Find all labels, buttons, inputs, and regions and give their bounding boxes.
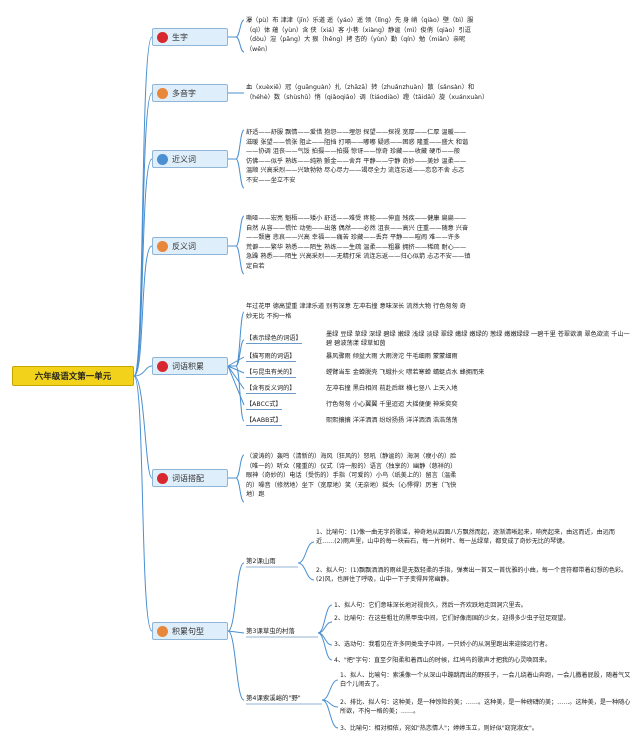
text-line: 眼神（奇妙的）电话（受伤的）手指（可爱的）小鸟（纸美上的）留言（温柔 <box>246 472 457 480</box>
root-title: 六年级语文第一单元 <box>34 372 112 382</box>
text-line: 仿佛——似乎 熟练——纯熟 颤金——舍弃 平静——宁静 奇妙——美妙 温柔—— <box>246 157 467 165</box>
text-line: 地）跑 <box>246 491 265 499</box>
orange-dot-icon <box>157 625 168 637</box>
ciyu-row-text: 熙熙攘攘 洋洋洒洒 纷纷扬扬 洋洋洒洒 浩浩荡荡 <box>326 417 458 424</box>
text-line: 荒僻——繁华 熟悉——陌生 熟练——生疏 温柔——粗暴 拥挤——稀疏 耐心—— <box>246 243 467 251</box>
blue-dot-icon <box>157 153 168 165</box>
ciyu-row-text: 螳臂当车 金蝉脱壳 飞蛾扑火 噤若寒蝉 蜻蜓点水 蜂拥而来 <box>326 369 485 376</box>
text-line: 瀑（pù）布 津津（jīn）乐道 遥（yáo）遥 领（lǐng）先 身 峭（qi… <box>246 17 474 24</box>
text-line: 妙无比 不拘一格 <box>246 312 292 320</box>
category-label: 反义词 <box>172 241 196 251</box>
text-line: ——颓唐 悲哀——兴高 幸福——痛苦 珍藏——丢弃 平静——喧闹 难——许多 <box>246 234 461 242</box>
text-line: 的）噪音（修然地）坐下（宽厚地）笑（无奈地）摇头（心悸得）厉害（飞快 <box>246 481 457 489</box>
sentence-item: 3、选动句：我看见在许多同类虫子中间，一只娇小的从洞里跑出来迎接远行者。 <box>334 641 552 648</box>
red-dot-icon <box>157 472 168 484</box>
ciyu-row-label: 【描写雨的词语】 <box>246 353 296 362</box>
text-line: 嘶哑——宏亮 魁梧——矮小 舒适——难受 疼能——伸直 残疾——健康 扁扁—— <box>246 215 467 222</box>
jinyici-text: 舒适——舒服 飘情——爱惜 抱怨——埋怨 探望——探视 宽厚——仁厚 温暖—— … <box>246 128 631 186</box>
ciyu-row-text: 行色匆匆 小心翼翼 千里迢迢 大摇便便 神采奕奕 <box>326 401 458 408</box>
text-line: 舒适——舒服 飘情——爱惜 抱怨——埋怨 探望——探视 宽厚——仁厚 温暖—— <box>246 129 467 136</box>
sentence-item: 3、比喻句：相对相依，宛如"热恋情人"；婷婷玉立，则好似"窈窕淑女"。 <box>340 725 538 732</box>
category-fanyici[interactable]: 反义词 <box>152 237 228 255</box>
text-line: （唯一的）听众（隆重的）仪式（诗一般的）语言（独享的）幽静（慈祥的） <box>246 462 457 470</box>
lesson-label: 第4课索溪峪的"野" <box>246 694 301 702</box>
category-label: 词语积累 <box>172 361 204 371</box>
red-dot-icon <box>157 31 168 43</box>
category-dapei[interactable]: 词语搭配 <box>152 469 228 487</box>
text-line: （wěn） <box>246 45 272 53</box>
ciyu-row-label: 【ABCC式】 <box>246 401 282 410</box>
root-node[interactable]: 六年级语文第一单元 <box>12 366 134 386</box>
ciyu-row-text: 左冲右撞 黑白相间 前赴后继 横七竖八 上天入地 <box>326 385 458 392</box>
category-shengzi[interactable]: 生字 <box>152 28 228 46</box>
orange-dot-icon <box>157 240 168 252</box>
category-label: 词语搭配 <box>172 473 204 483</box>
text-line: 年过花甲 德高望重 津津乐道 别有深意 左冲右撞 意味深长 流然大物 行色匆匆 … <box>246 303 466 310</box>
fanyici-text: 嘶哑——宏亮 魁梧——矮小 舒适——难受 疼能——伸直 残疾——健康 扁扁—— … <box>246 214 631 272</box>
text-line: 定自若 <box>246 262 265 270</box>
text-line: （qì）体 蕴（yùn）含 侠（xiá）客 小巷（xiàng）静谧（mì）俊俏（… <box>246 26 471 34</box>
text-line: 温顺 兴高采烈——兴致勃勃 尽心尽力——竭尽全力 流连忘返——恋恋不舍 忐忑 <box>246 167 465 175</box>
lesson-label: 第3课草虫的村落 <box>246 627 295 635</box>
duoyinzi-text: 血（xuèxiě）冠（guānguàn）扎（zhāzā）转（zhuǎnzhuàn… <box>246 83 631 102</box>
category-label: 积累句型 <box>172 626 204 636</box>
text-line: （dòu）渲（pāng）大 狠（hěng）拷 杏的（yùn）勤（qín）勉（mi… <box>246 36 466 44</box>
sentence-item: 1、拟人、比喻句：索溪像一个从深山中蹦跳而出的野孩子，一会儿绕着山奔跑，一会儿撒… <box>340 672 631 689</box>
ciyu-row-label: 【与昆虫有关的】 <box>246 369 296 378</box>
text-line: 急躁 熟悉——陌生 兴高采烈——无精打采 流连忘返——归心似箭 忐忑不安——镇 <box>246 253 471 261</box>
category-label: 近义词 <box>172 154 196 164</box>
sentence-item: 2、比喻句：在这些粗壮的黑甲虫中间，它们好像南国的少女，迎得多少虫子驻足观望。 <box>334 615 570 622</box>
ciyu-intro: 年过花甲 德高望重 津津乐道 别有深意 左冲右撞 意味深长 流然大物 行色匆匆 … <box>246 302 631 321</box>
category-label: 多音字 <box>172 88 196 98</box>
sentence-item: 1、比喻句：(1)像一曲无字的歌谣，神奇地从四面八方飘然而起，逐渐清晰起来，响亮… <box>316 529 615 546</box>
lesson-label: 第2课山雨 <box>246 557 276 565</box>
category-label: 生字 <box>172 32 188 42</box>
text-line: （héhè）数（shùshǔ）悄（qiǎoqiāo）调（tiáodiào）蹬（t… <box>246 93 489 101</box>
text-line: （波涛的）轰鸣（清新的）海风（狂风的）怒吼（静谧的）海洞（瘦小的）脸 <box>246 453 457 460</box>
ciyu-row-label: 【表示绿色的词语】 <box>246 335 302 344</box>
dapei-text: （波涛的）轰鸣（清新的）海风（狂风的）怒吼（静谧的）海洞（瘦小的）脸 （唯一的）… <box>246 452 631 500</box>
red-dot-icon <box>157 360 168 372</box>
ciyu-row-label: 【AABB式】 <box>246 417 282 426</box>
text-line: 滋暖 张望——慌张 阻止——阻挡 打嗝——嘟嘟 疑惑——困惑 隆重——盛大 和谐 <box>246 138 469 146</box>
ciyu-row-label: 【含有反义词的】 <box>246 385 296 394</box>
text-line: ——协调 沮丧——气馁 拍摄——拍摄 惊讶——惊奇 珍藏——收藏 硬币——般 <box>246 148 461 156</box>
sentence-item: 4、"把"字句：直至夕阳柔和着西山的时候，红鸠鸟的歌声才把我的心灵唤回来。 <box>334 657 551 664</box>
shengzi-text: 瀑（pù）布 津津（jīn）乐道 遥（yáo）遥 领（lǐng）先 身 峭（qi… <box>246 16 631 54</box>
sentence-item: 1、拟人句：它们意味深长地对视良久，然后一齐欢跃地走回洞穴里去。 <box>334 602 527 609</box>
category-juxing[interactable]: 积累句型 <box>152 622 228 640</box>
category-duoyinzi[interactable]: 多音字 <box>152 84 228 102</box>
sentence-item: 2、排比、拟人句：这种美，是一种惊险的美；……。这种美，是一种磅礴的美；……。这… <box>340 699 631 716</box>
category-ciyu[interactable]: 词语积累 <box>152 357 228 375</box>
sentence-item: 2、拟人句：(1)飘飘洒洒的雨丝是无数轻柔的手指，弹奏出一首又一首优雅的小曲，每… <box>316 567 628 584</box>
category-jinyici[interactable]: 近义词 <box>152 150 228 168</box>
text-line: 不安——坐立不安 <box>246 176 296 184</box>
orange-dot-icon <box>157 87 168 99</box>
ciyu-row-text: 墨绿 豆绿 草绿 深绿 碧绿 嫩绿 浅绿 淡绿 翠绿 嫩绿 嫩绿的 葱绿 嫩嫩绿… <box>326 331 630 347</box>
text-line: 自然 从容——慌忙 动弛——出落 偶然——必然 沮丧——高兴 庄重——随意 兴奋 <box>246 224 469 232</box>
ciyu-row-text: 暴风骤雨 倾盆大雨 大雨滂沱 牛毛细雨 蒙蒙细雨 <box>326 353 458 360</box>
text-line: 血（xuèxiě）冠（guānguàn）扎（zhāzā）转（zhuǎnzhuàn… <box>246 84 475 91</box>
